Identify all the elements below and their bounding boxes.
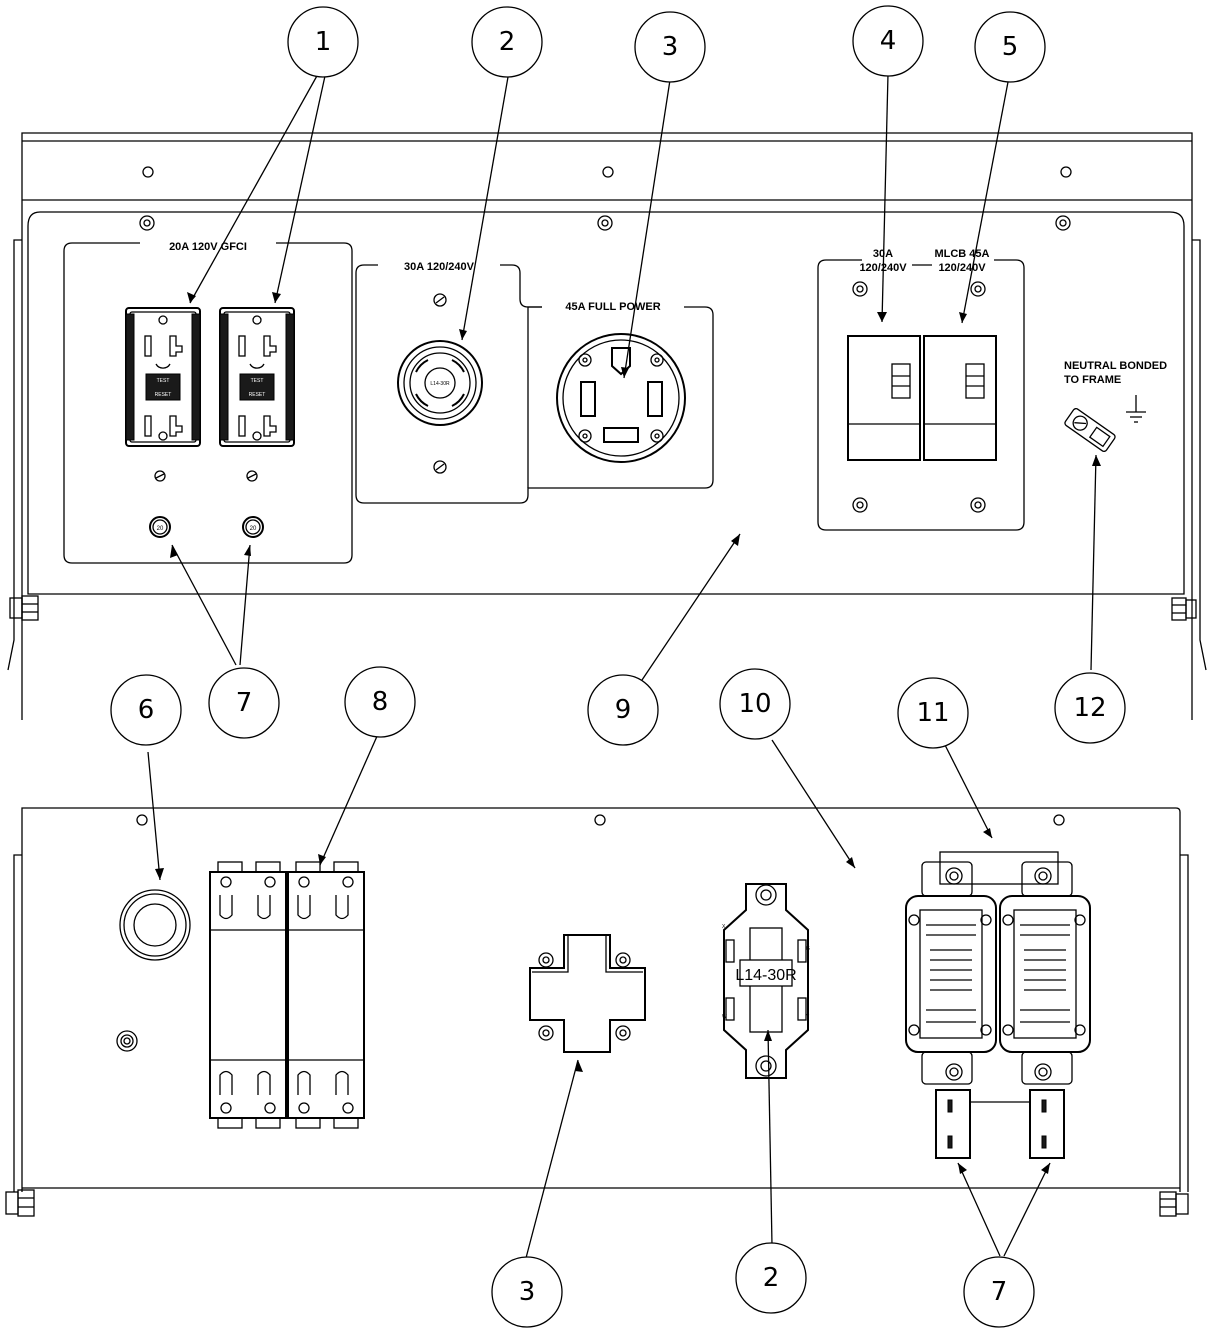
full-power-receptacle-rear: [529, 934, 646, 1053]
callout-3: 3: [634, 11, 706, 83]
neutral-bonded-label-line1: NEUTRAL BONDED: [1064, 360, 1167, 372]
twist-lock-group-label: 30A 120/240V: [404, 261, 475, 273]
face-screw: [852, 281, 868, 297]
svg-text:20: 20: [250, 526, 257, 532]
face-screw: [970, 497, 986, 513]
callout-12: 12: [1054, 672, 1126, 744]
callout-6: 6: [110, 674, 182, 746]
svg-text:W: W: [722, 1014, 727, 1020]
face-screw: [852, 497, 868, 513]
svg-text:20: 20: [157, 526, 164, 532]
svg-text:10: 10: [738, 689, 771, 719]
svg-text:Y: Y: [806, 1014, 810, 1020]
svg-text:3: 3: [519, 1277, 536, 1307]
neutral-bond-strap: [1064, 407, 1116, 453]
callout-9: 9: [587, 674, 659, 746]
hex-nut-left: [9, 595, 39, 621]
callout-8: 8: [344, 666, 416, 738]
callout-4: 4: [852, 5, 924, 77]
hex-nut-right: [1171, 597, 1197, 621]
gfci-group-label: 20A 120V GFCI: [169, 241, 247, 253]
svg-text:11: 11: [916, 698, 949, 728]
svg-text:4: 4: [880, 26, 897, 56]
callout-2-bottom: 2: [735, 1242, 807, 1314]
callout-7: 7: [208, 667, 280, 739]
arrowheads: [155, 292, 1101, 1174]
callout-2: 2: [471, 6, 543, 78]
upper-panel: 20A 120V GFCI TEST RESET: [7, 132, 1207, 720]
face-screw: [139, 215, 155, 231]
full-power-receptacle-45a: [556, 333, 686, 463]
callout-10: 10: [719, 668, 791, 740]
svg-text:6: 6: [138, 695, 155, 725]
svg-text:7: 7: [991, 1277, 1008, 1307]
svg-text:8: 8: [372, 687, 389, 717]
circuit-breaker-rear: [209, 861, 365, 1129]
svg-text:1: 1: [315, 27, 332, 57]
gfci-receptacle-left: TEST RESET: [125, 307, 201, 447]
face-screw: [1055, 215, 1071, 231]
face-screw: [970, 281, 986, 297]
rear-receptacle-label: L14-30R: [735, 967, 796, 984]
leader-lines: [147, 73, 1097, 1259]
ground-nut: [116, 1030, 138, 1052]
svg-text:9: 9: [615, 695, 632, 725]
lower-panel: L14-30R X G W Y: [5, 807, 1189, 1217]
breaker-45a-label-line1: MLCB 45A: [934, 248, 989, 260]
svg-text:G: G: [806, 946, 810, 952]
svg-text:RESET: RESET: [249, 392, 266, 398]
ground-symbol-icon: [1126, 395, 1146, 423]
svg-text:X: X: [722, 924, 726, 930]
callout-5: 5: [974, 11, 1046, 83]
face-screw: [597, 215, 613, 231]
breaker-45a-label-line2: 120/240V: [938, 262, 986, 274]
svg-text:7: 7: [236, 688, 253, 718]
fuse-holder-right: 20: [242, 516, 264, 538]
grommet: [119, 889, 191, 961]
svg-text:TEST: TEST: [157, 378, 170, 384]
fuse-holder-left: 20: [149, 516, 171, 538]
svg-text:12: 12: [1073, 693, 1106, 723]
hex-nut-left: [5, 1189, 35, 1217]
twist-lock-receptacle-30a: L14-30R: [397, 293, 483, 474]
neutral-bonded-label-line2: TO FRAME: [1064, 374, 1121, 386]
svg-text:L14-30R: L14-30R: [430, 381, 450, 387]
hex-nut-right: [1159, 1191, 1189, 1217]
svg-text:3: 3: [662, 32, 679, 62]
circuit-breaker-30a: [847, 335, 921, 461]
svg-text:2: 2: [763, 1263, 780, 1293]
svg-text:5: 5: [1002, 32, 1019, 62]
callout-11: 11: [897, 677, 969, 749]
circuit-breaker-45a: [923, 335, 997, 461]
callout-1: 1: [287, 6, 359, 78]
full-power-group-label: 45A FULL POWER: [565, 301, 660, 313]
gfci-receptacle-rear: [905, 851, 1091, 1159]
callout-7-bottom: 7: [963, 1256, 1035, 1328]
svg-text:TEST: TEST: [251, 378, 264, 384]
svg-text:2: 2: [499, 27, 516, 57]
gfci-receptacle-right: TEST RESET: [219, 307, 295, 447]
twist-lock-receptacle-rear: L14-30R X G W Y: [722, 883, 810, 1079]
svg-text:RESET: RESET: [155, 392, 172, 398]
callout-3-bottom: 3: [491, 1256, 563, 1328]
